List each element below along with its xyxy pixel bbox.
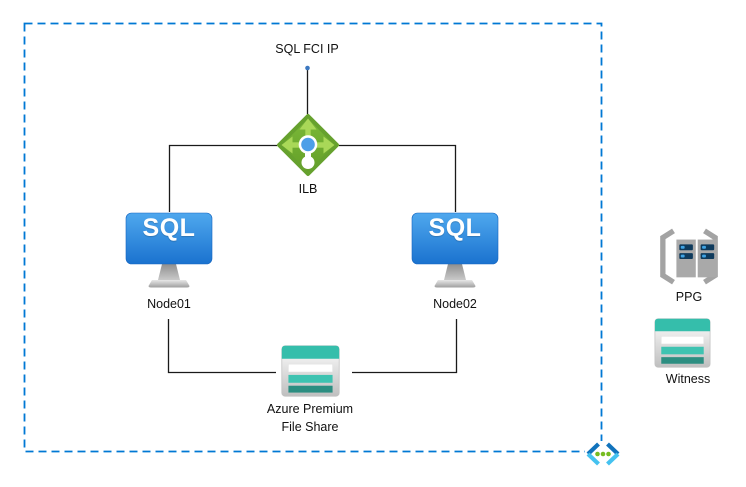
node01-label: Node01 bbox=[147, 297, 191, 311]
vnet-icon bbox=[585, 441, 621, 467]
file-share-label: Azure Premium File Share bbox=[266, 402, 354, 435]
connector-ilb-to-node02 bbox=[339, 144, 457, 212]
node02-label: Node02 bbox=[433, 297, 477, 311]
ppg-label: PPG bbox=[675, 290, 703, 304]
connector-ilb-to-node01 bbox=[168, 144, 277, 212]
connector-node02-to-fileshare bbox=[352, 319, 458, 374]
sql-vm-icon-node01 bbox=[125, 212, 213, 288]
vnet-boundary bbox=[23, 22, 603, 453]
fci-ip-label: SQL FCI IP bbox=[275, 42, 339, 56]
witness-label: Witness bbox=[665, 372, 711, 386]
witness-icon bbox=[654, 318, 711, 368]
sql-logo-node01: SQL bbox=[142, 214, 196, 242]
load-balancer-icon bbox=[277, 114, 339, 176]
sql-vm-icon-node02 bbox=[411, 212, 499, 288]
ilb-label: ILB bbox=[298, 182, 318, 196]
connection-dot bbox=[305, 65, 310, 71]
connector-node01-to-fileshare bbox=[167, 319, 276, 374]
ppg-icon bbox=[660, 228, 718, 285]
file-share-icon bbox=[281, 345, 340, 397]
sql-logo-node02: SQL bbox=[428, 214, 482, 242]
